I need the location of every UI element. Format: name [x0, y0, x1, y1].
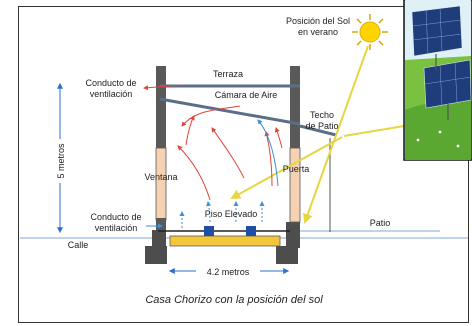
sun-beam-floor: [230, 136, 343, 199]
foundation-right: [276, 246, 298, 264]
solar-panel-illustration: [403, 0, 472, 161]
right-wall-upper: [290, 66, 300, 148]
door-label: Puerta: [283, 164, 310, 174]
footing-left: [152, 230, 166, 248]
sun-label-line2: en verano: [298, 27, 338, 37]
door: [289, 147, 301, 223]
width-label: 4.2 metros: [207, 267, 250, 277]
raised-floor-label: Piso Elevado: [205, 209, 258, 219]
vent-top-label-line2: ventilación: [90, 89, 133, 99]
diagram-frame: [18, 6, 469, 323]
window: [155, 147, 167, 221]
terrace-label: Terraza: [213, 69, 243, 79]
foundation-left: [145, 246, 167, 264]
vent-bottom-label-line1: Conducto de: [90, 212, 141, 222]
height-label-bg: [50, 139, 70, 183]
sun-beam-door: [302, 45, 369, 224]
warm-air-flow: [143, 84, 283, 201]
street-label: Calle: [68, 240, 89, 250]
patio-roof: [299, 124, 337, 137]
patio-label: Patio: [370, 218, 391, 228]
vent-bottom-label-line2: ventilación: [95, 223, 138, 233]
footing-right: [286, 222, 300, 248]
sun-label-line1: Posición del Sol: [286, 16, 350, 26]
floor-support-2: [246, 226, 256, 236]
diagram-caption: Casa Chorizo con la posición del sol: [145, 294, 323, 306]
patio-roof-label-line2: de Patio: [305, 121, 338, 131]
left-wall-upper: [156, 66, 166, 148]
raised-floor-slab: [169, 235, 281, 247]
air-chamber-label: Cámara de Aire: [215, 90, 278, 100]
patio-roof-label-line1: Techo: [310, 110, 334, 120]
sun-icon: [352, 14, 388, 50]
vent-top-label-line1: Conducto de: [85, 78, 136, 88]
height-label: 5 metros: [56, 143, 66, 179]
window-label: Ventana: [144, 172, 177, 182]
floor-support-1: [204, 226, 214, 236]
cool-air-flow: [146, 119, 279, 229]
left-wall-vent: [156, 218, 166, 230]
ceiling-slab: [159, 97, 301, 126]
